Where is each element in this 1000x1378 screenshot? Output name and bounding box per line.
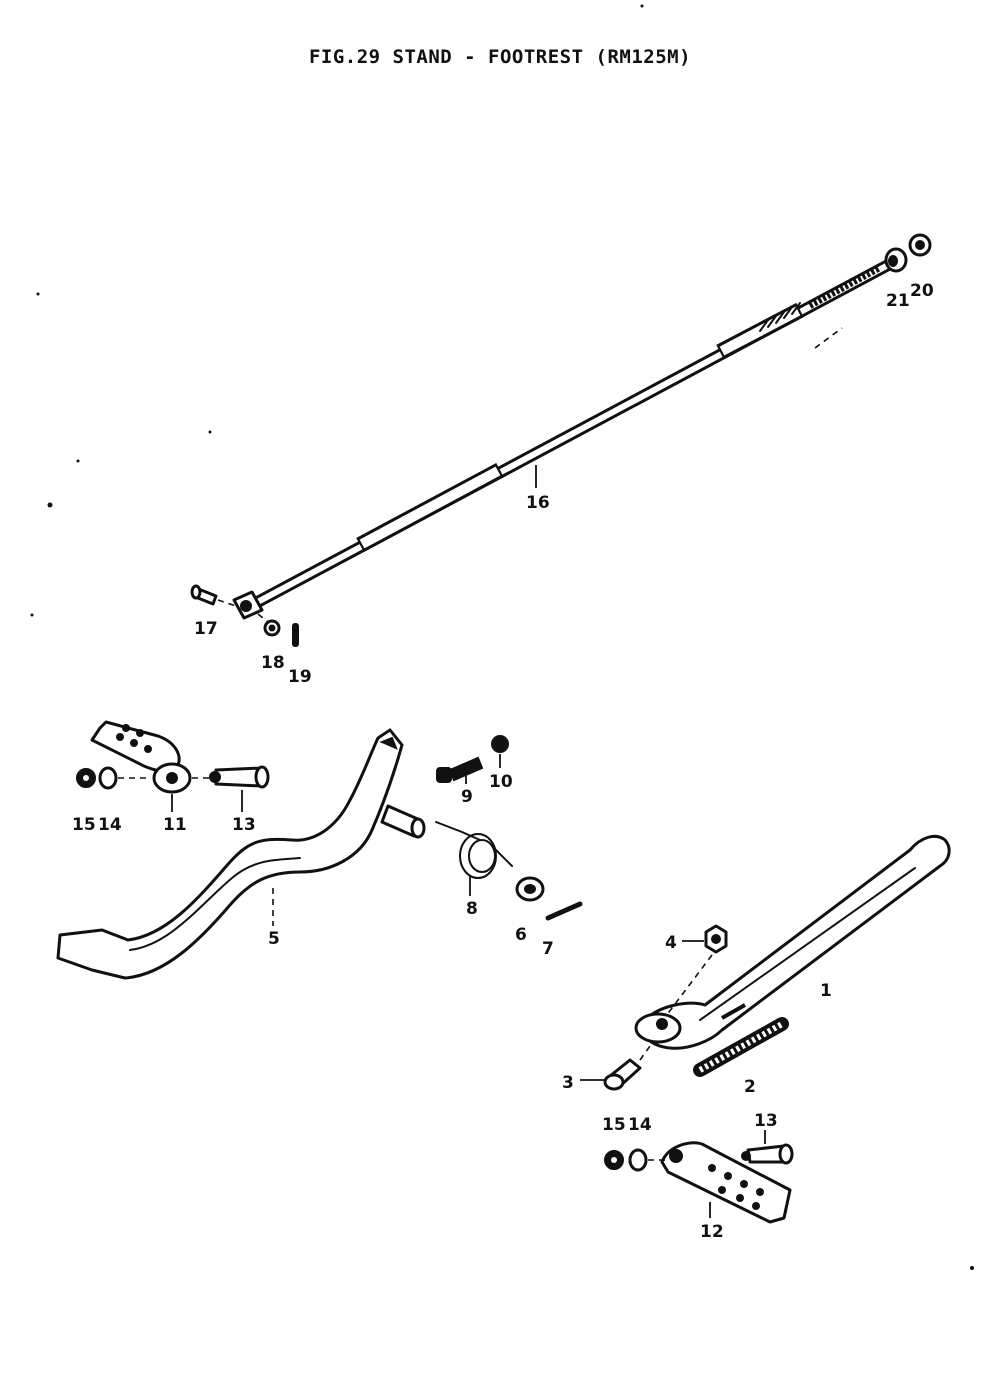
callout-15-left: 15 [72,815,96,835]
side-stand-part [634,834,951,1050]
figure-title: FIG.29 STAND - FOOTREST (RM125M) [308,46,692,68]
stand-nut-part [704,924,728,954]
cotter-pin-7-part [545,901,583,921]
callout-5: 5 [268,929,280,949]
washer-14-left-part [98,766,118,790]
pivot-bolt-part [436,756,484,783]
scan-specks [30,4,974,1270]
nut-15-left-part [76,768,96,788]
callout-17: 17 [194,619,218,639]
callout-16: 16 [526,493,550,513]
cable-nut-part [908,233,932,257]
cotter-pin-19-part [292,623,299,647]
callout-13-right: 13 [754,1111,778,1131]
callout-9: 9 [461,787,473,807]
callout-15-right: 15 [602,1115,626,1135]
callout-21: 21 [886,291,910,311]
callout-13-left: 13 [232,815,256,835]
stand-bolt-part [603,1058,642,1091]
footrest-pin-left-part [209,765,270,789]
nut-15-right-part [604,1150,624,1170]
callout-11: 11 [163,815,187,835]
callout-18: 18 [261,653,285,673]
cable-clevis-end [232,590,264,620]
callout-3: 3 [562,1073,574,1093]
callout-2: 2 [744,1077,756,1097]
clevis-pin-part [190,584,218,606]
pivot-nut-part [491,735,509,753]
return-spring-part [435,821,513,879]
part-callouts: 1 2 3 4 5 6 7 8 9 10 11 12 13 13 14 14 1… [72,281,934,1242]
washer-6-part [515,876,545,902]
callout-1: 1 [820,981,832,1001]
footrest-bracket-left-part [90,720,192,794]
callout-19: 19 [288,667,312,687]
callout-14-right: 14 [628,1115,652,1135]
callout-4: 4 [665,933,677,953]
brake-cable-part [232,258,896,620]
footrest-right-part [660,1141,792,1224]
callout-7: 7 [542,939,554,959]
washer-14-right-part [628,1148,648,1172]
callout-14-left: 14 [98,815,122,835]
brake-pedal-part [56,728,426,980]
footrest-pin-right-part [741,1143,794,1165]
callout-6: 6 [515,925,527,945]
stand-spring-part [693,1017,789,1077]
cable-adjuster-thread [759,302,801,332]
cable-adjuster-nut-part [884,247,908,273]
callout-12: 12 [700,1222,724,1242]
callout-10: 10 [489,772,513,792]
leader-lines [171,465,766,1218]
callout-8: 8 [466,899,478,919]
callout-20: 20 [910,281,934,301]
washer-18-part [263,619,281,637]
